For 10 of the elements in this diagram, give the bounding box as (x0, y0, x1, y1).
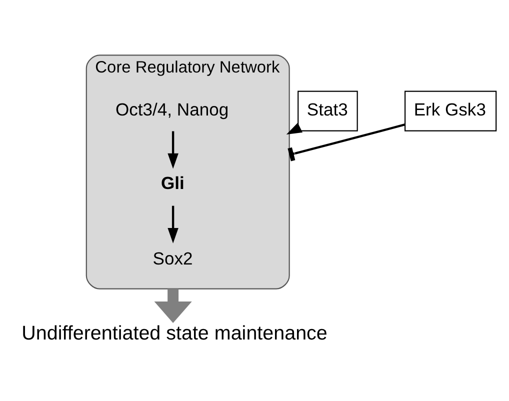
node-box: Erk Gsk3 (404, 90, 497, 132)
arrow (286, 122, 303, 134)
node-text: Sox2 (152, 248, 193, 268)
connector (288, 124, 406, 162)
node-text: Oct3/4, Nanog (115, 99, 229, 120)
arrow (168, 206, 178, 244)
arrow (154, 288, 192, 323)
node-text: Gli (160, 172, 184, 193)
arrow (168, 131, 178, 169)
node-text: Undifferentiated state maintenance (22, 322, 328, 345)
